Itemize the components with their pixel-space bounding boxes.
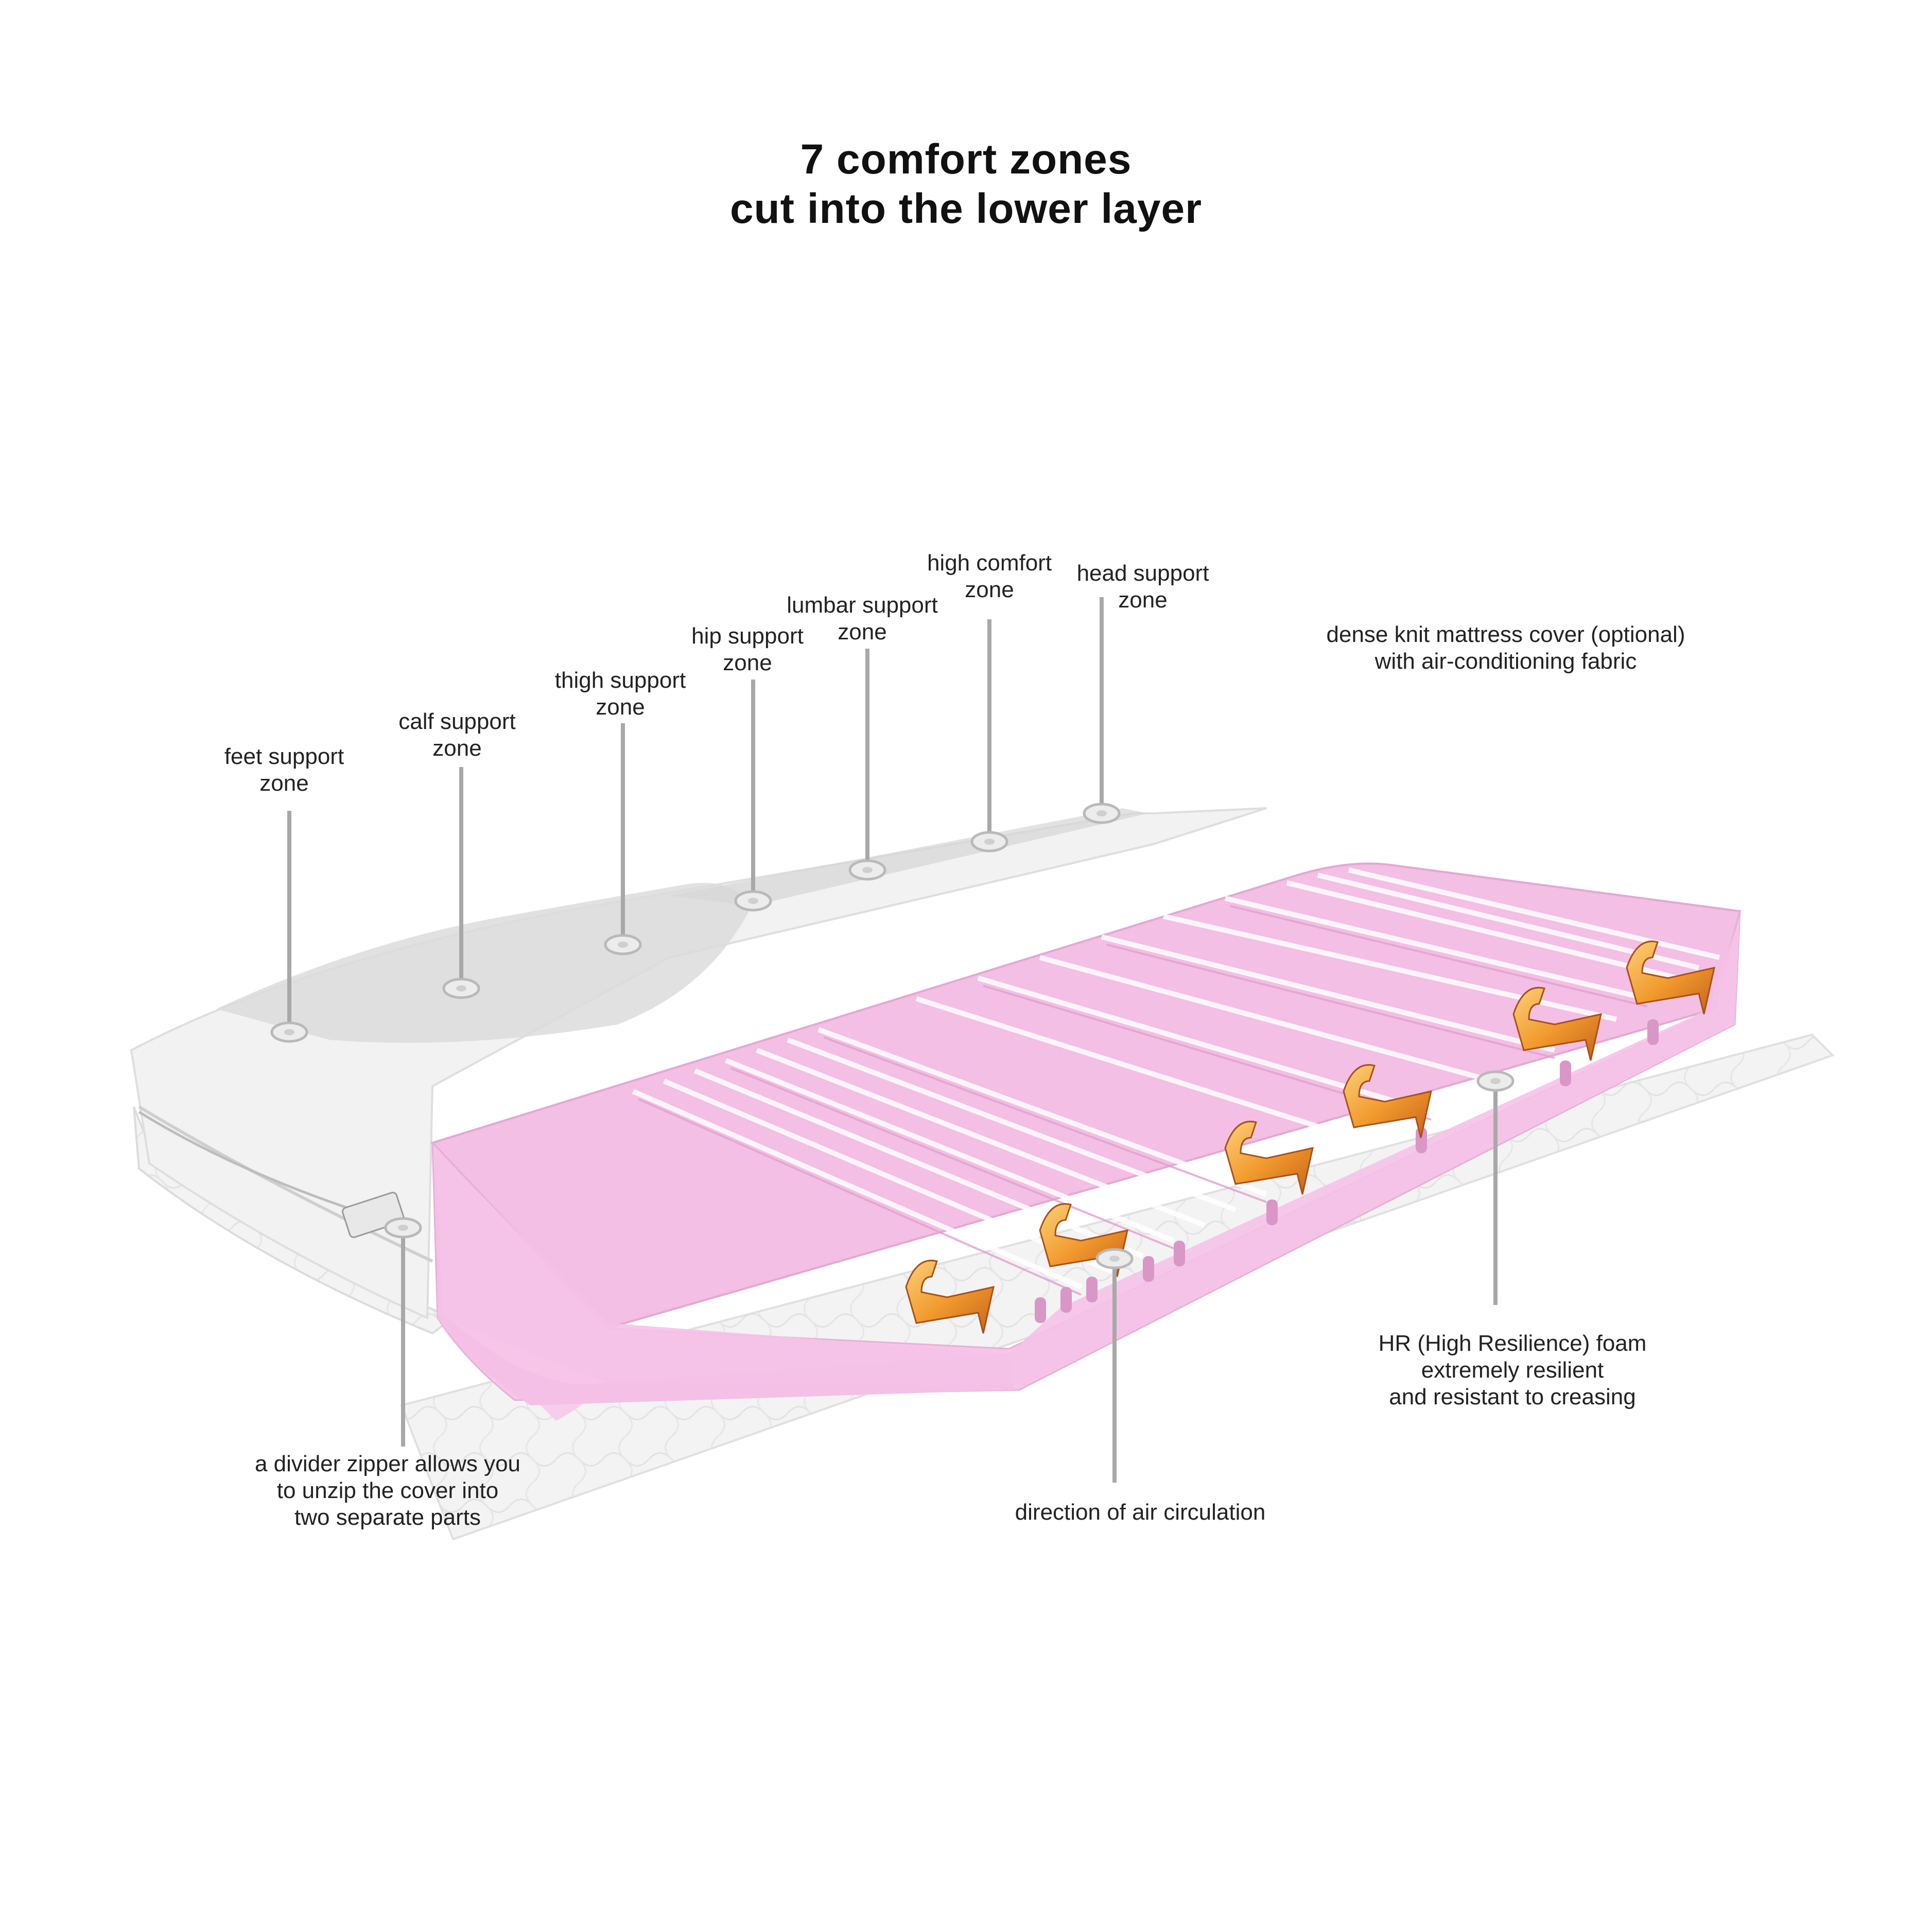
label-mattress-cover: dense knit mattress cover (optional) wit… [1327,621,1685,675]
label-calf-support-zone: calf support zone [398,708,515,762]
zone-label-line: zone [259,771,309,796]
label-lumbar-support-zone: lumbar support zone [787,592,937,646]
foam-notches [1035,1019,1659,1323]
zone-label-line: feet support [224,744,344,769]
callout-pins [287,597,1498,1483]
zone-label-line: zone [596,694,645,720]
air-label-line: direction of air circulation [1015,1500,1266,1525]
foam-label-line: HR (High Resilience) foam [1378,1331,1647,1356]
zone-label-line: zone [838,619,887,645]
zone-label-line: head support [1076,561,1209,586]
zone-label-line: zone [723,650,772,675]
zipper-label-line: two separate parts [294,1505,481,1530]
cover-label-line: with air-conditioning fabric [1374,649,1637,674]
foam-front-block [435,916,1740,1385]
foam-channel-shadows [638,905,1648,1296]
zone-label-line: calf support [398,709,516,734]
label-feet-support-zone: feet support zone [224,743,344,797]
foam-label-line: extremely resilient [1421,1357,1604,1383]
zone-label-line: high comfort [927,550,1052,576]
label-hr-foam: HR (High Resilience) foam extremely resi… [1379,1330,1647,1411]
cover-zone-grey-2 [669,808,1148,906]
zone-label-line: zone [965,577,1014,602]
label-thigh-support-zone: thigh support zone [555,667,686,721]
label-air-circulation: direction of air circulation [1015,1499,1266,1526]
label-head-support-zone: head support zone [1077,560,1209,614]
zone-label-line: lumbar support [787,593,938,618]
label-divider-zipper: a divider zipper allows you to unzip the… [255,1451,520,1531]
zipper-label-line: a divider zipper allows you [254,1451,521,1476]
foam-top [430,862,1742,1330]
zone-label-line: thigh support [554,668,686,693]
title-line-1: 7 comfort zones [800,136,1132,183]
label-hip-support-zone: hip support zone [691,623,804,676]
title-line-2: cut into the lower layer [729,185,1203,232]
label-high-comfort-zone: high comfort zone [927,550,1052,603]
foam-label-line: and resistant to creasing [1389,1384,1636,1409]
zipper-label-line: to unzip the cover into [276,1478,499,1503]
zone-label-line: zone [1118,587,1168,613]
cover-seam [138,1105,433,1263]
cover-label-line: dense knit mattress cover (optional) [1326,622,1685,647]
zone-label-line: zone [432,736,482,761]
zone-label-line: hip support [691,623,804,649]
cover-zone-grey [216,883,752,1043]
